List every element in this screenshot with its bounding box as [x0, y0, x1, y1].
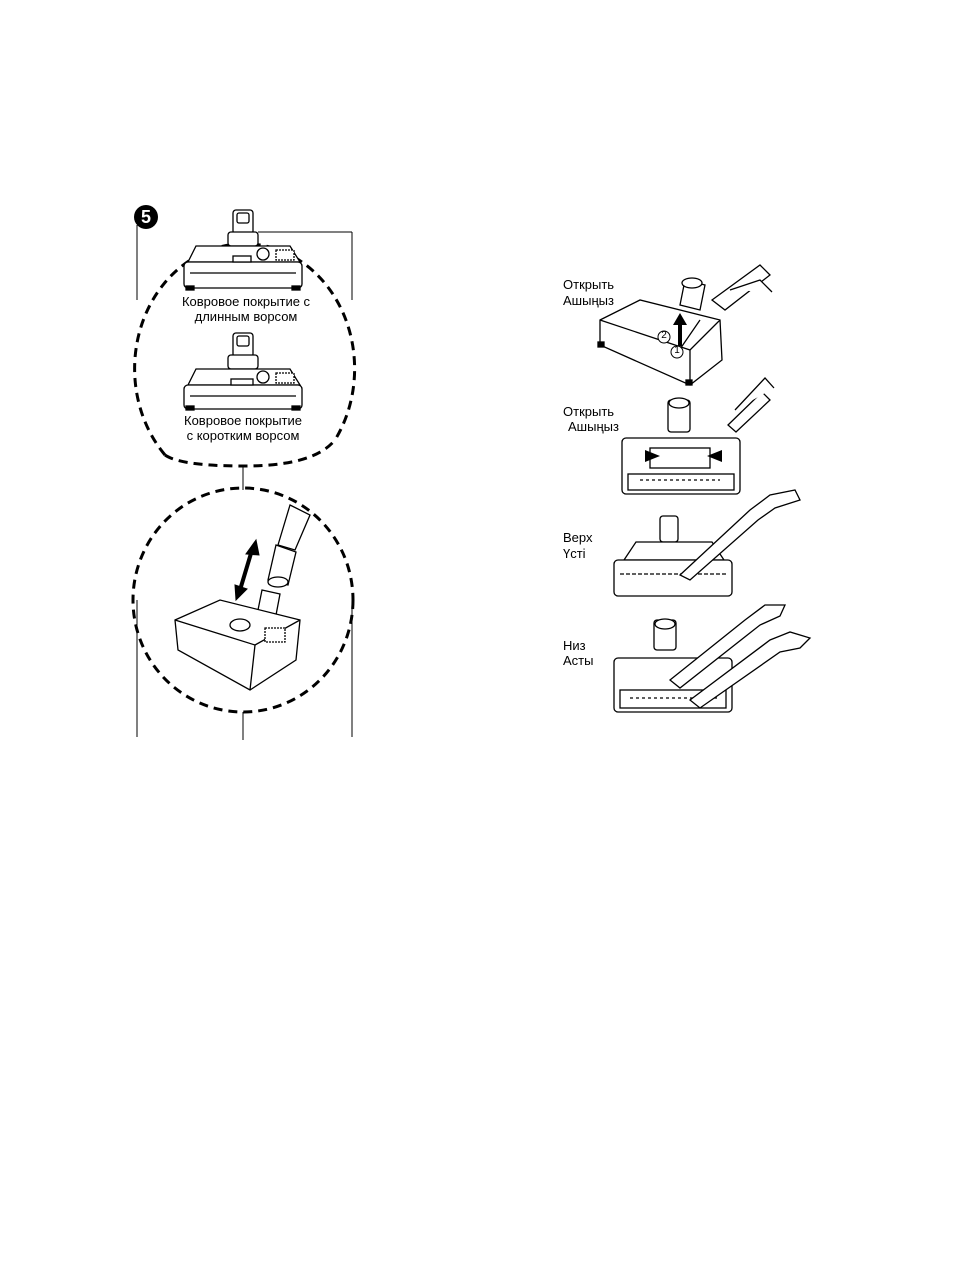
- instruction-1-line2: Ашыңыз: [563, 293, 614, 308]
- panel-clean-bottom: [614, 605, 810, 712]
- marker-two: 2: [659, 330, 669, 342]
- instruction-2-line2: Ашыңыз: [568, 419, 619, 434]
- marker-one: 1: [672, 345, 682, 357]
- instruction-3-line2: Үсті: [563, 546, 586, 561]
- instruction-4-line2: Асты: [563, 653, 593, 668]
- instruction-2-line1: Открыть: [563, 404, 614, 419]
- panel-open-bottom: [622, 378, 774, 494]
- instruction-4-line1: Низ: [563, 638, 586, 653]
- instruction-1-line1: Открыть: [563, 277, 614, 292]
- panel-clean-top: [614, 490, 800, 596]
- instruction-3-line1: Верх: [563, 530, 593, 545]
